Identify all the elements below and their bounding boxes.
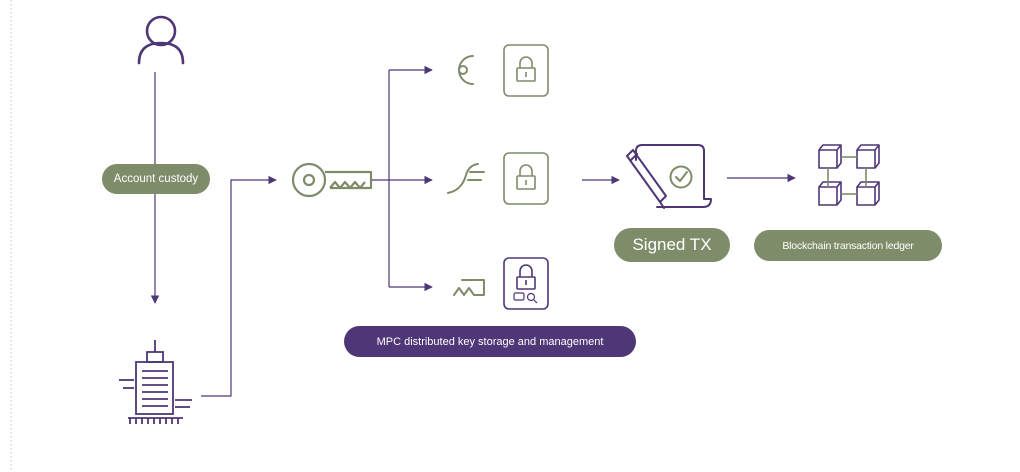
blockchain-ledger-label: Blockchain transaction ledger xyxy=(754,230,942,261)
padlock-icon xyxy=(503,152,549,205)
signed-tx-label: Signed TX xyxy=(614,228,730,262)
key-share-bit-icon xyxy=(453,279,485,296)
mpc-storage-label: MPC distributed key storage and manageme… xyxy=(344,326,636,357)
building-icon xyxy=(119,340,192,424)
blockchain-blocks-icon xyxy=(818,144,880,206)
building-to-key-arrow xyxy=(201,175,277,397)
key-share-arc-icon xyxy=(458,55,474,85)
padlock-search-icon xyxy=(503,257,549,310)
key-branch-connector xyxy=(372,65,433,292)
padlock-icon xyxy=(503,44,549,97)
signed-document-icon xyxy=(626,144,712,209)
key-share-tail-icon xyxy=(447,163,485,194)
account-custody-label: Account custody xyxy=(102,164,210,194)
key-icon xyxy=(291,162,373,198)
user-icon xyxy=(137,15,185,65)
